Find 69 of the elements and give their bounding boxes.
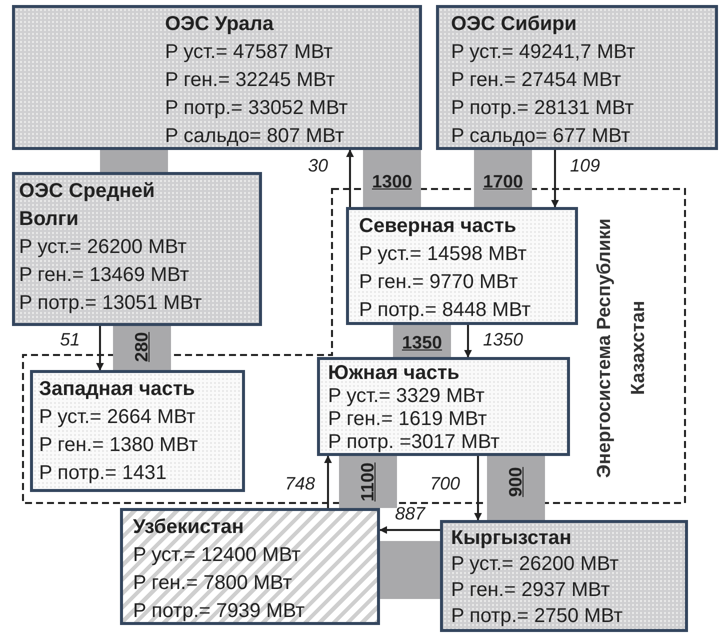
region-box (346, 207, 578, 325)
region-title: Западная часть (39, 377, 196, 402)
parameter-line: P потр.= 1431 (39, 461, 168, 486)
transmission-link (474, 150, 532, 207)
transmission-link (380, 541, 440, 599)
capacity-label: 900 (506, 466, 526, 498)
parameter-line: P потр.= 8448 МВт (359, 298, 532, 323)
parameter-line: P ген.= 1619 МВт (328, 408, 488, 431)
parameter-line: P сальдо= 807 МВт (165, 124, 346, 149)
region-label: Энергосистема Республики Казахстан (593, 217, 650, 480)
parameter-line: P уст.= 3329 МВт (328, 385, 486, 408)
capacity-label: 280 (132, 332, 152, 362)
region-box (120, 508, 380, 625)
transmission-link (363, 150, 421, 207)
flow-label: 1350 (482, 330, 524, 350)
region-title: Узбекистан (133, 515, 245, 540)
capacity-label: 1300 (372, 172, 412, 192)
parameter-line: P потр.= 13051 МВт (19, 291, 203, 316)
flow-arrow (464, 325, 472, 358)
parameter-line: P ген.= 32245 МВт (165, 68, 336, 93)
region-title: ОЭС Средней Волги (19, 179, 156, 232)
region-title: Кыргызстан (451, 526, 572, 551)
transmission-link (113, 326, 171, 370)
capacity-label: 1100 (358, 462, 378, 502)
flow-label: 887 (394, 504, 426, 524)
region-title: Северная часть (359, 214, 518, 239)
flow-arrow (379, 526, 440, 534)
flow-label: 51 (60, 330, 80, 350)
region-box (12, 5, 422, 150)
capacity-label: 1700 (482, 172, 524, 192)
flow-arrow (474, 456, 482, 521)
parameter-line: P уст.= 2664 МВт (39, 405, 197, 430)
flow-label: 700 (430, 474, 460, 494)
capacity-label: 1350 (402, 332, 442, 354)
parameter-line: P уст.= 49241,7 МВт (451, 40, 636, 65)
parameter-line: P уст.= 47587 МВт (165, 40, 334, 65)
region-box (12, 172, 262, 326)
region-box (436, 5, 718, 150)
parameter-line: P потр.= 28131 МВт (451, 96, 635, 121)
region-title: Южная часть (328, 362, 460, 385)
parameter-line: P сальдо= 677 МВт (451, 124, 632, 149)
parameter-line: P уст.= 12400 МВт (133, 543, 302, 568)
region-box (440, 520, 688, 632)
transmission-link (100, 150, 168, 172)
parameter-line: P ген.= 13469 МВт (19, 263, 190, 288)
region-box (317, 357, 570, 456)
parameter-line: P ген.= 7800 МВт (133, 571, 293, 596)
flow-arrow (324, 455, 332, 508)
transmission-link (487, 456, 545, 520)
region-title: ОЭС Урала (165, 12, 275, 37)
flow-arrow (346, 149, 354, 207)
flow-arrow (96, 326, 104, 371)
flow-arrow (551, 150, 559, 208)
parameter-line: P ген.= 1380 МВт (39, 433, 199, 458)
parameter-line: P уст.= 14598 МВт (359, 242, 528, 267)
flow-label: 109 (570, 156, 600, 176)
parameter-line: P потр.= 33052 МВт (165, 96, 349, 121)
parameter-line: P ген.= 9770 МВт (359, 270, 519, 295)
parameter-line: P потр.= 2750 МВт (451, 604, 624, 629)
parameter-line: P потр.= 7939 МВт (133, 599, 306, 624)
flow-label: 748 (284, 474, 316, 494)
flow-label: 30 (308, 156, 328, 176)
parameter-line: P уст.= 26200 МВт (451, 552, 620, 577)
region-box (30, 370, 245, 492)
parameter-line: P ген.= 27454 МВт (451, 68, 622, 93)
parameter-line: P потр. =3017 МВт (328, 431, 501, 454)
region-title: ОЭС Сибири (451, 12, 578, 37)
parameter-line: P уст.= 26200 МВт (19, 235, 188, 260)
parameter-line: P ген.= 2937 МВт (451, 578, 611, 603)
